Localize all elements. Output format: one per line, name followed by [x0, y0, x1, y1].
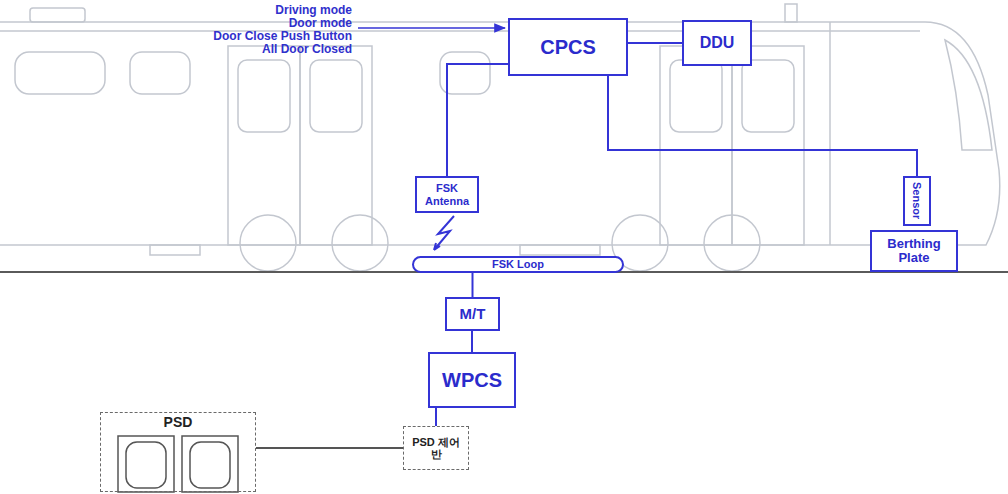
psd-doors — [118, 436, 238, 492]
door-panel — [126, 442, 166, 488]
plate-box: Berthing Plate — [870, 230, 958, 272]
underframe-box — [150, 245, 200, 255]
transmitter-box: M/T — [445, 297, 500, 331]
underframe-box — [520, 245, 600, 255]
controller-box: WPCS — [428, 352, 516, 408]
signal-name: Door Close Push Button — [213, 30, 352, 43]
window — [130, 52, 190, 94]
train-body — [0, 4, 1000, 271]
door-window — [310, 60, 362, 132]
door-window — [238, 60, 290, 132]
signal-line — [628, 42, 682, 44]
door-window — [670, 60, 722, 132]
roof-vent — [30, 8, 85, 22]
node-text: WPCS — [442, 369, 502, 391]
cab-window — [945, 40, 992, 150]
signal-arrow — [358, 27, 505, 29]
display-box: DDU — [682, 20, 752, 66]
sensor-box: Sensor — [903, 176, 931, 226]
wireless-symbol — [434, 216, 454, 250]
roof-line — [0, 30, 920, 32]
node-text: FSK Antenna — [421, 182, 473, 206]
signal-line — [256, 447, 403, 449]
car-end-line — [829, 22, 831, 245]
signal-line — [435, 408, 437, 426]
signal-name: Driving mode — [275, 4, 352, 17]
loop-pill: FSK Loop — [412, 256, 624, 273]
wheel — [704, 215, 760, 271]
door — [660, 46, 732, 245]
door — [732, 46, 804, 245]
psd-group: PSD — [100, 412, 256, 492]
controller-box: CPCS — [508, 18, 628, 76]
node-text: Sensor — [911, 182, 923, 219]
door-window — [742, 60, 794, 132]
signal-line — [472, 273, 474, 297]
door-panel — [190, 442, 230, 488]
car-outline — [0, 22, 1000, 245]
signal-line — [471, 331, 473, 352]
node-text: CPCS — [540, 36, 596, 58]
wheel — [332, 215, 388, 271]
node-text: DDU — [700, 34, 735, 52]
signal-line — [608, 76, 917, 176]
door-frame — [118, 436, 174, 492]
node-text: M/T — [460, 306, 486, 323]
node-text: PSD 제어반 — [409, 436, 463, 460]
antenna-box: FSK Antenna — [415, 176, 479, 213]
node-text: FSK Loop — [492, 258, 544, 270]
node-text: Berthing Plate — [876, 237, 952, 266]
control-panel-box: PSD 제어반 — [403, 426, 469, 470]
signal-line — [447, 64, 508, 176]
wheel — [240, 215, 296, 271]
roof-mast — [785, 4, 797, 22]
signal-name: All Door Closed — [262, 43, 352, 56]
door-frame — [182, 436, 238, 492]
window — [15, 52, 105, 94]
signal-name: Door mode — [289, 17, 352, 30]
node-text: PSD — [164, 415, 193, 430]
